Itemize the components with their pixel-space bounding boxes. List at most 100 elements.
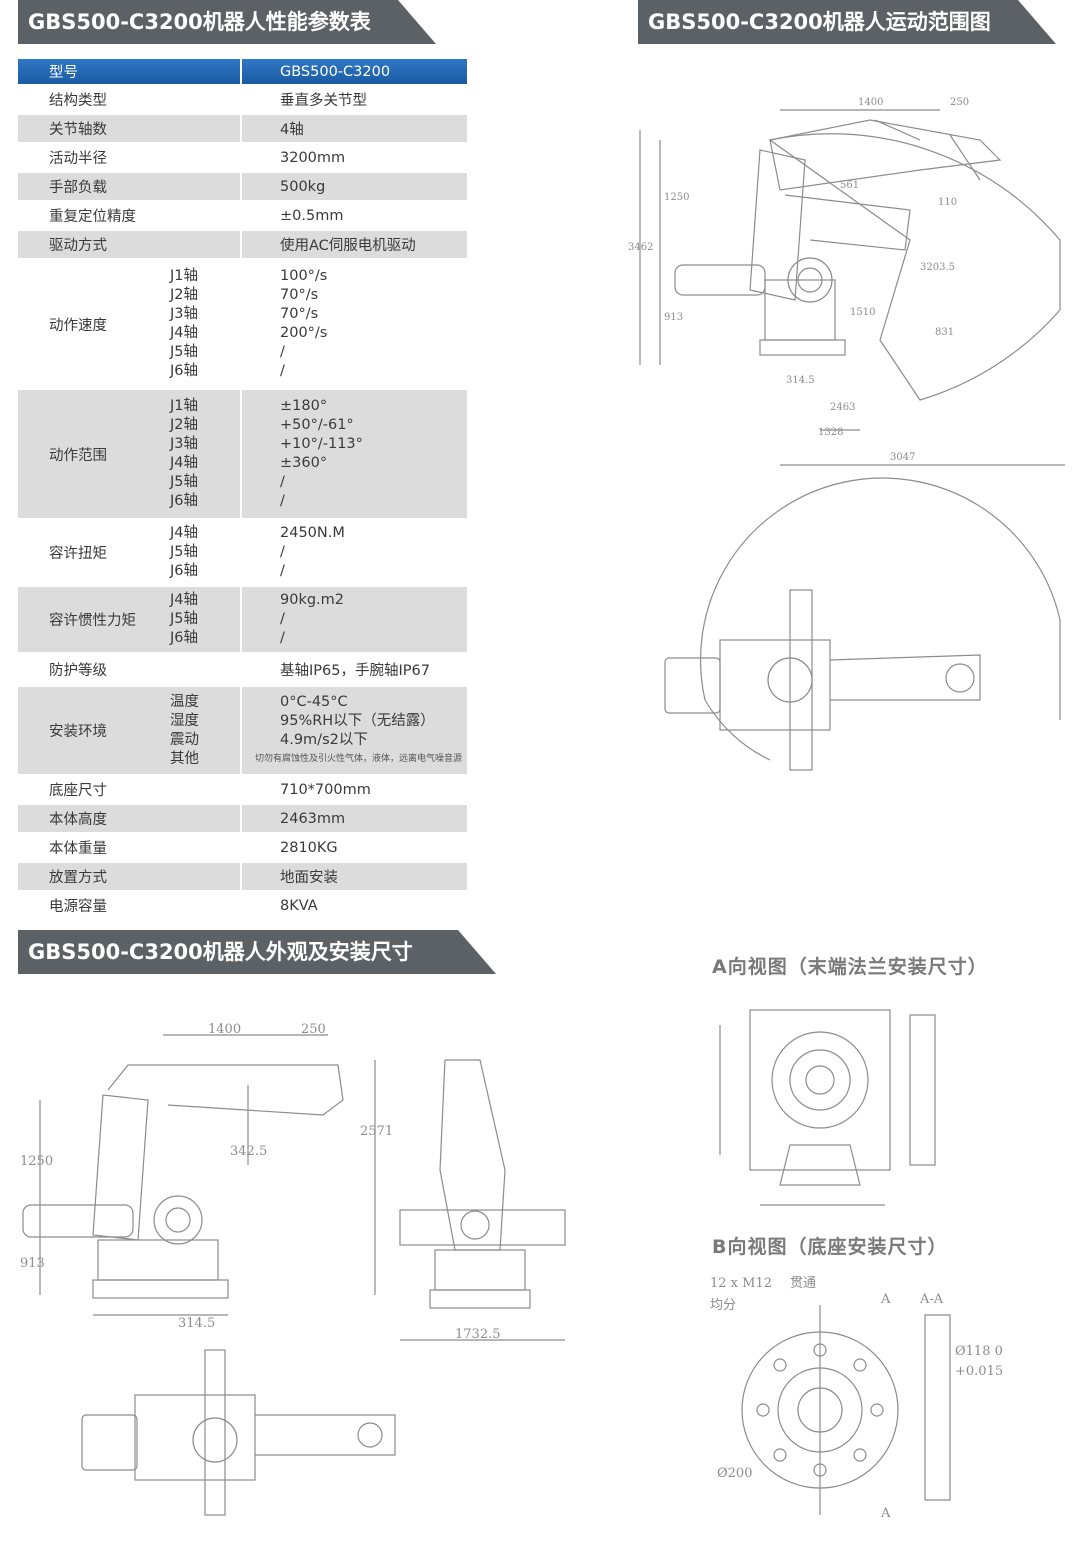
env-item-value: 95%RH以下（无结露）: [280, 712, 435, 729]
flange-b-label: Ø118 0: [955, 1344, 1003, 1359]
appearance-dim: 250: [301, 1022, 326, 1037]
motion-range-side-drawing: 1400 250 1250 3462 913 561 1510 831 314.…: [628, 97, 1065, 466]
range-dim: 1510: [850, 307, 875, 318]
axis-label: J5轴: [170, 474, 199, 490]
axis-value: /: [280, 630, 285, 646]
table-row: 重复定位精度 ±0.5mm: [18, 202, 467, 231]
axis-value: ±360°: [280, 455, 328, 471]
env-item-label: 湿度: [170, 712, 199, 729]
axis-value: 2450N.M: [280, 525, 345, 541]
env-item-value: 4.9m/s2以下: [280, 731, 368, 748]
axis-value: 100°/s: [280, 268, 328, 284]
range-dim: 831: [935, 327, 954, 338]
table-row-speed: 动作速度 J1轴 J2轴 J3轴 J4轴 J5轴 J6轴 100°/s 70°/…: [18, 260, 467, 390]
appearance-dim: 913: [20, 1256, 45, 1271]
table-row: 本体重量 2810KG: [18, 834, 467, 863]
row-value: 使用AC伺服电机驱动: [280, 238, 416, 254]
flange-a-view-drawing: [719, 1009, 936, 1206]
row-label: 驱动方式: [49, 238, 107, 254]
torque-label: 容许扭矩: [49, 546, 107, 562]
row-value: 8KVA: [280, 897, 318, 914]
row-label: 重复定位精度: [49, 209, 136, 225]
range-label: 动作范围: [49, 447, 107, 464]
axis-label: J6轴: [170, 493, 199, 509]
row-label: 本体重量: [49, 841, 107, 857]
table-row: 底座尺寸 710*700mm: [18, 776, 467, 805]
speed-label: 动作速度: [49, 317, 107, 334]
range-axes: J1轴 J2轴 J3轴 J4轴 J5轴 J6轴: [170, 390, 198, 518]
axis-value: /: [280, 474, 285, 490]
axis-label: J1轴: [170, 398, 199, 414]
appearance-side-drawing: 1400 250 1250 342.5 913 314.5: [20, 1022, 344, 1331]
range-dim: 250: [950, 97, 969, 108]
inertia-label: 容许惯性力矩: [49, 613, 136, 629]
flange-b-label: 12 x M12: [710, 1276, 772, 1291]
axis-label: J3轴: [170, 436, 199, 452]
table-row-torque: 容许扭矩 J4轴 J5轴 J6轴 2450N.M / /: [18, 520, 467, 587]
range-dim: 913: [664, 312, 683, 323]
table-row: 关节轴数 4轴: [18, 115, 467, 144]
row-value: 2810KG: [280, 839, 338, 856]
axis-label: J4轴: [170, 592, 199, 608]
table-row-inertia: 容许惯性力矩 J4轴 J5轴 J6轴 90kg.m2 / /: [18, 587, 467, 654]
table-row-protection: 防护等级 基轴IP65，手腕轴IP67: [18, 654, 467, 687]
axis-value: /: [280, 544, 285, 560]
flange-b-label: Ø200: [717, 1466, 752, 1481]
table-row: 放置方式 地面安装: [18, 863, 467, 892]
appearance-dim: 342.5: [230, 1144, 267, 1159]
row-value: 地面安装: [280, 870, 338, 886]
axis-value: 90kg.m2: [280, 592, 345, 608]
appearance-dim: 1250: [20, 1154, 53, 1169]
row-label: 电源容量: [49, 899, 107, 915]
appearance-banner: GBS500-C3200机器人外观及安装尺寸: [18, 930, 496, 974]
axis-value: /: [280, 493, 285, 509]
flange-b-view-drawing: 12 x M12 贯通 均分 A A-A A Ø200 Ø118 0 +0.01…: [710, 1276, 1003, 1521]
range-dim: 3047: [890, 452, 915, 463]
flange-b-label: A: [880, 1292, 891, 1307]
appearance-dim: 1732.5: [455, 1327, 501, 1342]
env-item-label: 震动: [170, 731, 199, 748]
axis-label: J4轴: [170, 525, 199, 541]
appearance-dim: 314.5: [178, 1316, 215, 1331]
axis-value: /: [280, 344, 285, 360]
axis-value: ±180°: [280, 398, 328, 414]
speed-axes: J1轴 J2轴 J3轴 J4轴 J5轴 J6轴: [170, 260, 198, 388]
row-value: 2463mm: [280, 810, 346, 827]
axis-label: J6轴: [170, 563, 199, 579]
inertia-axes: J4轴 J5轴 J6轴: [170, 587, 198, 652]
row-value: ±0.5mm: [280, 207, 344, 224]
axis-label: J5轴: [170, 544, 199, 560]
row-label: 放置方式: [49, 870, 107, 886]
row-value: 垂直多关节型: [280, 93, 367, 109]
row-value: 4轴: [280, 122, 304, 138]
axis-label: J3轴: [170, 306, 199, 322]
motion-range-top-drawing: [664, 477, 1061, 771]
axis-value: +10°/-113°: [280, 436, 363, 452]
flange-b-view-title: B向视图（底座安装尺寸）: [712, 1236, 948, 1258]
model-value: GBS500-C3200: [280, 63, 391, 80]
table-row: 手部负载 500kg: [18, 173, 467, 202]
range-dim: 1250: [664, 192, 689, 203]
range-dim: 110: [938, 197, 957, 208]
appearance-top-drawing: [81, 1349, 396, 1516]
range-dim: 3203.5: [920, 262, 955, 273]
axis-label: J4轴: [170, 325, 199, 341]
row-label: 底座尺寸: [49, 783, 107, 799]
table-row-environment: 安装环境 温度 湿度 震动 其他 0°C-45°C 95%RH以下（无结露） 4…: [18, 687, 467, 776]
range-dim: 561: [840, 180, 859, 191]
env-item-value: 0°C-45°C: [280, 693, 348, 710]
row-value: 710*700mm: [280, 781, 371, 798]
row-label: 本体高度: [49, 812, 107, 828]
environment-label: 安装环境: [49, 724, 107, 740]
axis-label: J4轴: [170, 455, 199, 471]
flange-b-label: +0.015: [955, 1364, 1003, 1379]
flange-b-label: A: [880, 1506, 891, 1521]
env-item-label: 温度: [170, 693, 199, 710]
table-row-range: 动作范围 J1轴 J2轴 J3轴 J4轴 J5轴 J6轴 ±180° +50°/…: [18, 390, 467, 520]
table-header-row: 型号 GBS500-C3200: [18, 59, 467, 86]
table-row: 本体高度 2463mm: [18, 805, 467, 834]
flange-b-label: A-A: [919, 1292, 944, 1307]
range-dim: 1328: [818, 427, 843, 438]
axis-label: J6轴: [170, 630, 199, 646]
axis-value: 70°/s: [280, 287, 319, 303]
